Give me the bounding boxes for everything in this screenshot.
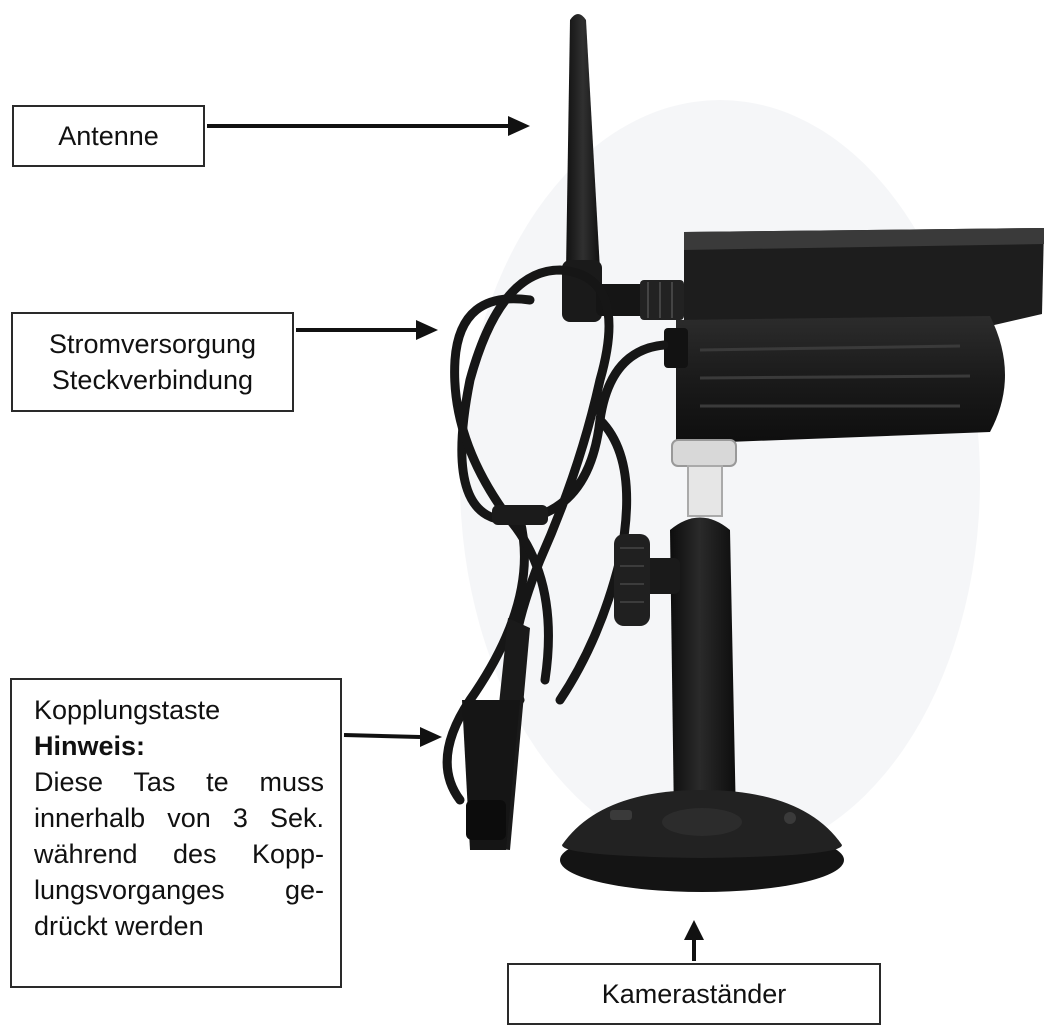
label-strom-line2: Steckverbindung (51, 365, 254, 395)
label-kopplungstaste: Kopplungstaste Hinweis: Diese Tas te mus… (10, 678, 342, 988)
wifi-antenna-icon (562, 14, 686, 322)
kopplung-hint-text: Diese Tas te muss innerhalb von 3 Sek. w… (34, 767, 324, 941)
kopplung-hint-heading: Hinweis: (34, 731, 146, 761)
label-kamerastaender: Kameraständer (507, 963, 881, 1025)
pairing-plug (462, 618, 530, 850)
callout-arrows (207, 116, 704, 961)
label-antenne-text: Antenne (58, 121, 159, 151)
arrow-kopplung (343, 733, 421, 739)
label-strom-line1: Stromversorgung (48, 329, 257, 359)
label-antenne: Antenne (12, 105, 205, 167)
kopplung-title: Kopplungstaste (34, 695, 221, 725)
mount-stand-icon (560, 439, 844, 892)
label-stromversorgung: Stromversorgung Steckverbindung (11, 312, 294, 412)
camera-housing-icon (664, 228, 1044, 444)
label-staender-text: Kameraständer (601, 979, 787, 1009)
